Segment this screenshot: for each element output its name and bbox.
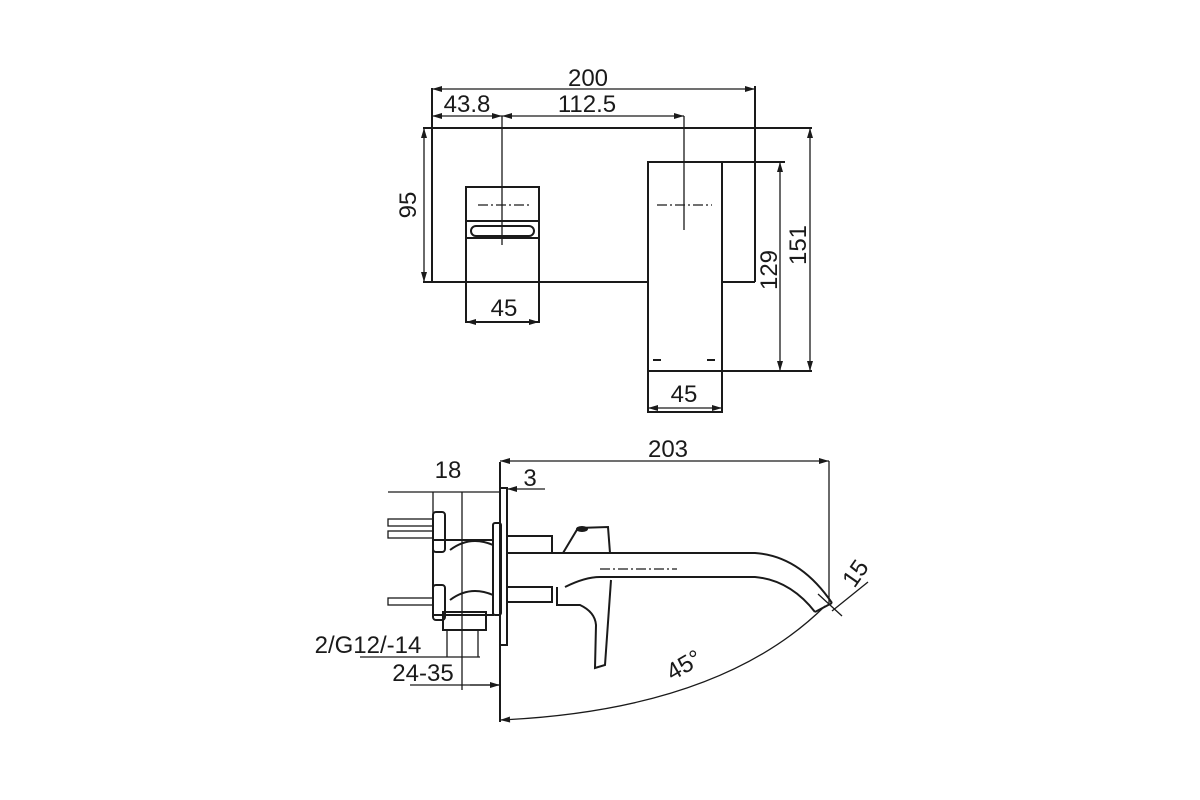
front-view: 200 43.8 112.5 95 129 151 45 45 xyxy=(395,65,813,413)
dim-projection: 203 xyxy=(648,436,688,463)
dim-handle-width: 45 xyxy=(491,295,518,322)
dim-total-height: 151 xyxy=(785,225,812,265)
side-view: 203 18 3 2/G12/-14 24-35 45° 15 xyxy=(315,436,875,723)
dim-thread: 2/G12/-14 xyxy=(315,632,422,659)
dim-spout-width: 45 xyxy=(671,381,698,408)
dim-plate-height: 95 xyxy=(395,192,422,219)
valve-body xyxy=(432,511,502,631)
dim-depth-18: 18 xyxy=(435,457,462,484)
dim-plate-3: 3 xyxy=(523,465,536,492)
anchor-screws xyxy=(387,518,434,606)
lever-handle xyxy=(556,525,612,670)
spout-front xyxy=(647,161,812,413)
dim-outlet: 15 xyxy=(837,555,874,592)
dim-center-distance: 112.5 xyxy=(558,91,616,118)
spout-side xyxy=(506,535,833,613)
dim-wall-range: 24-35 xyxy=(392,660,453,687)
dim-angle: 45° xyxy=(662,645,707,687)
dim-handle-offset: 43.8 xyxy=(444,91,491,118)
dim-spout-height: 129 xyxy=(756,250,783,290)
wall-plate xyxy=(423,86,812,283)
dim-overall-width: 200 xyxy=(568,65,608,92)
